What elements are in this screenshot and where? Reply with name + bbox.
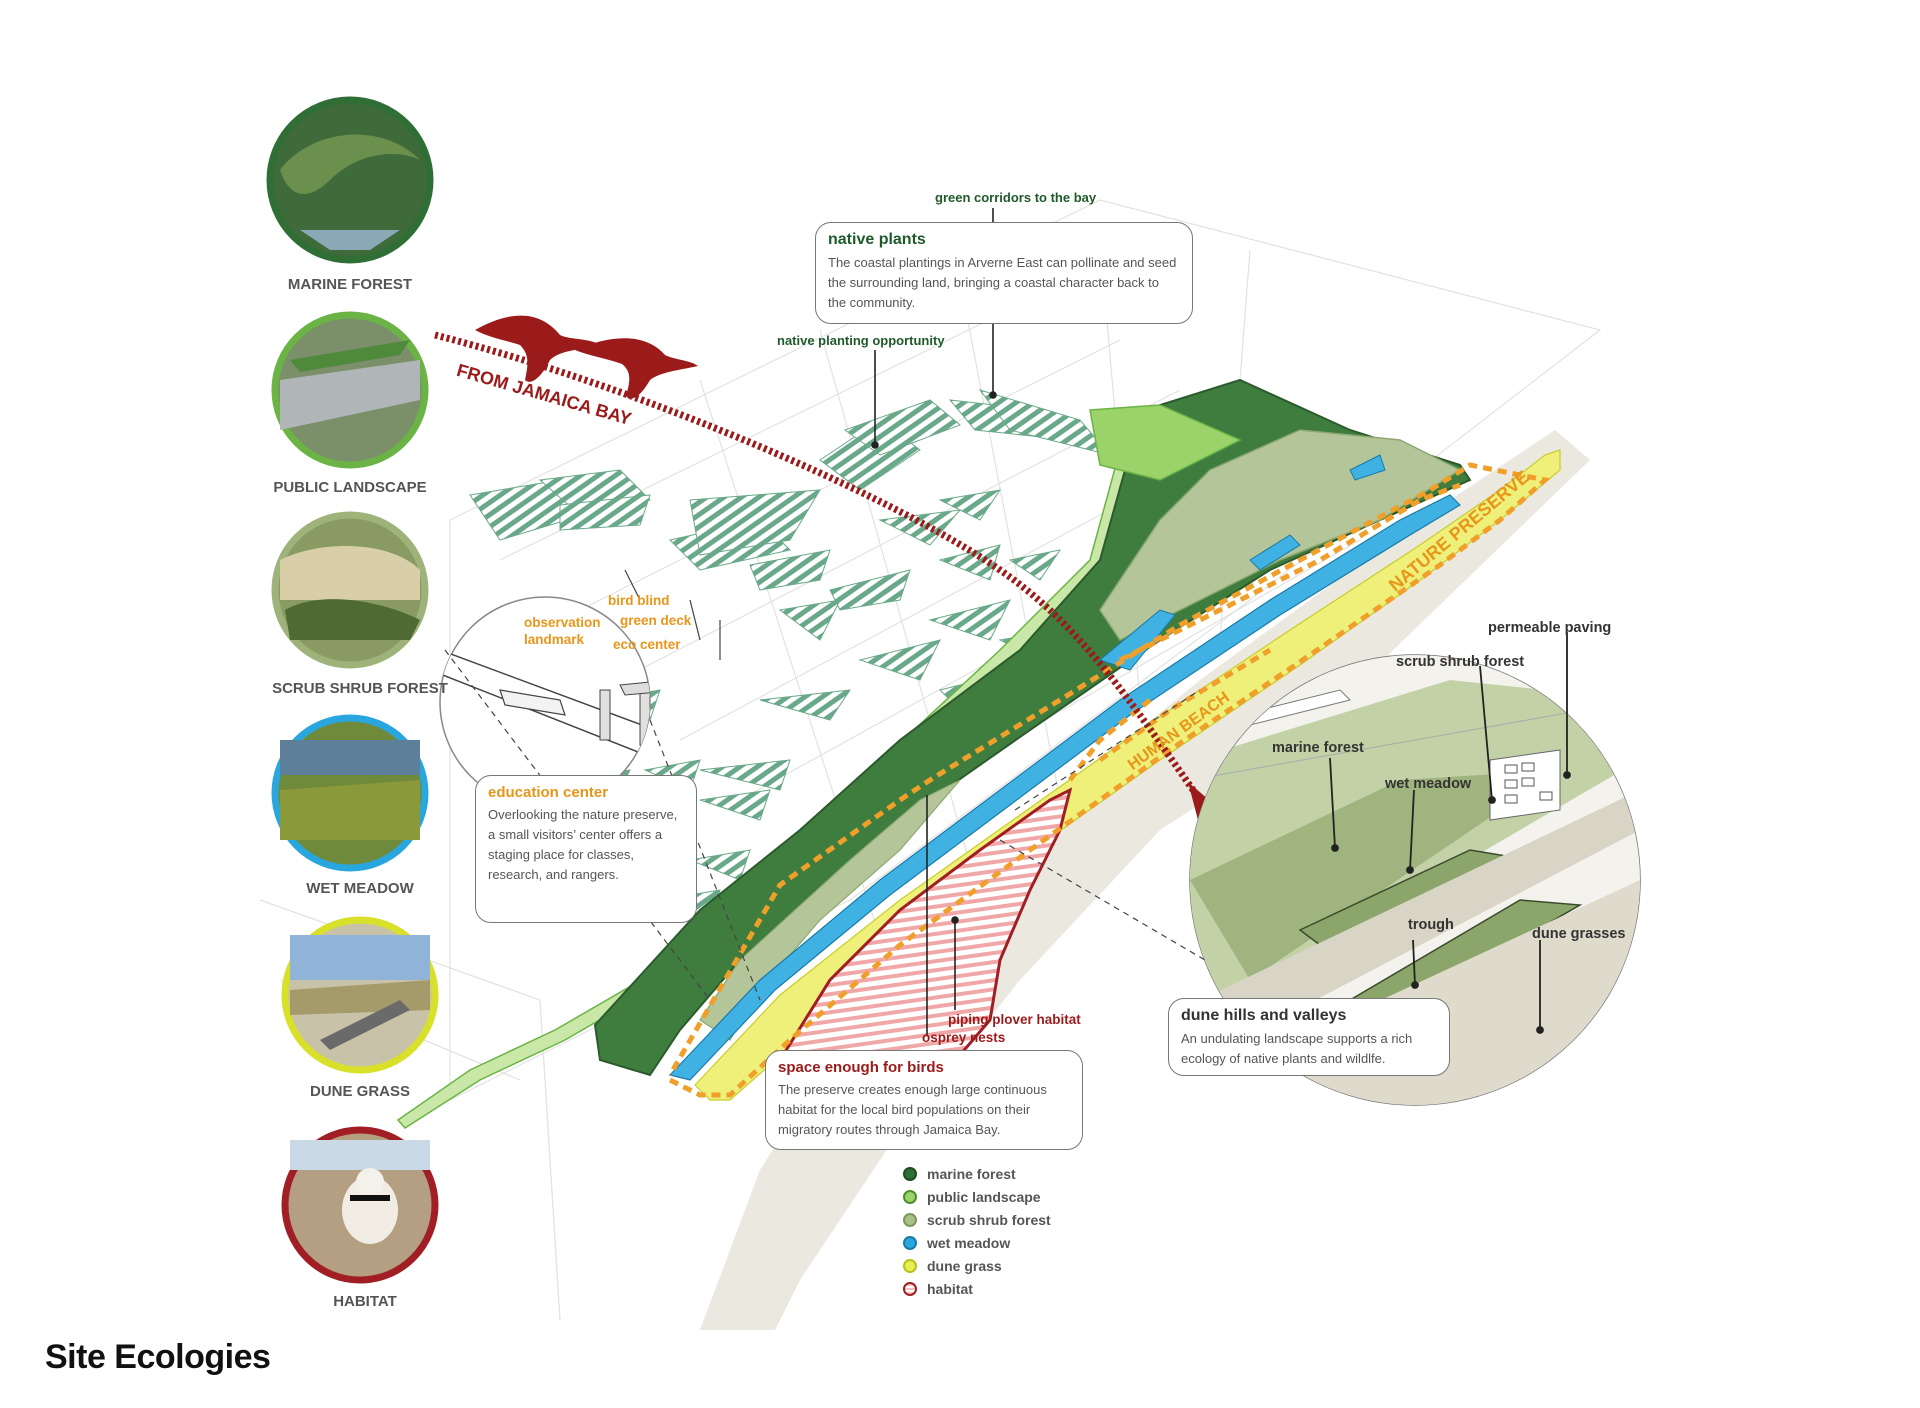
ecology-label-public-landscape: PUBLIC LANDSCAPE: [273, 479, 427, 496]
marine-forest-label: marine forest: [1272, 740, 1364, 756]
magnifier-tail: [1014, 689, 1201, 811]
legend-label: habitat: [927, 1281, 973, 1297]
page-title: Site Ecologies: [45, 1338, 271, 1376]
marine-forest-photo: [266, 96, 434, 264]
native-plants-body: The coastal plantings in Arverne East ca…: [828, 255, 1177, 310]
education-center-drawing: [440, 649, 650, 801]
legend-swatch: [903, 1167, 917, 1181]
legend-item-scrub-shrub-forest: scrub shrub forest: [903, 1212, 1051, 1228]
landmark-label: landmark: [524, 632, 585, 647]
permeable-paving-label: permeable paving: [1488, 620, 1612, 636]
legend-label: public landscape: [927, 1189, 1041, 1205]
nature-preserve-boundary: [667, 462, 1551, 1098]
observation-label: observation: [524, 615, 601, 630]
legend-label: dune grass: [927, 1258, 1002, 1274]
legend-item-public-landscape: public landscape: [903, 1189, 1041, 1205]
wet-meadow-pond: [1098, 609, 1176, 671]
ecology-label-dune-grass: DUNE GRASS: [309, 1083, 410, 1100]
ecology-label-scrub-shrub-forest: SCRUB SHRUB FOREST: [272, 680, 448, 697]
legend-label: marine forest: [927, 1166, 1016, 1182]
native-plants-title: native plants: [828, 231, 926, 248]
trough-label: trough: [1408, 917, 1454, 933]
ecology-photo-circles: [266, 96, 439, 1284]
ecology-label-habitat: HABITAT: [333, 1293, 397, 1310]
legend-swatch: [903, 1282, 917, 1296]
scrub-shrub-region: [1099, 429, 1462, 641]
piping-plover-label: piping plover habitat: [948, 1012, 1081, 1027]
bird-route-arrow: [434, 331, 1203, 803]
green-corridors-label: green corridors to the bay: [935, 190, 1097, 205]
green-deck-label: green deck: [620, 613, 692, 628]
wet-meadow-band: [668, 494, 1461, 1081]
wet-meadow-pond: [1249, 534, 1301, 571]
detail-pointer-line: [624, 569, 641, 601]
legend-swatch: [903, 1259, 917, 1273]
beach-sand: [700, 430, 1590, 1330]
eco-center-label: eco center: [613, 637, 681, 652]
legend-swatch: [903, 1213, 917, 1227]
wet-meadow-label: wet meadow: [1385, 776, 1472, 792]
legend-label: wet meadow: [927, 1235, 1011, 1251]
legend-swatch: [903, 1236, 917, 1250]
callout-pointer-lines: [871, 208, 997, 1035]
ecology-label-wet-meadow: WET MEADOW: [306, 880, 414, 897]
legend-swatch: [903, 1190, 917, 1204]
education-center-body: Overlooking the nature preserve, a small…: [488, 807, 678, 882]
dune-grasses-label: dune grasses: [1532, 926, 1626, 942]
space-for-birds-body: The preserve creates enough large contin…: [778, 1082, 1047, 1137]
native-plants-box: native plants The coastal plantings in A…: [815, 222, 1193, 324]
legend-item-dune-grass: dune grass: [903, 1258, 1002, 1274]
legend-label: scrub shrub forest: [927, 1212, 1051, 1228]
education-center-box: education center Overlooking the nature …: [475, 775, 697, 923]
dune-hills-box: dune hills and valleys An undulating lan…: [1168, 998, 1450, 1076]
scrub-shrub-forest-label: scrub shrub forest: [1396, 654, 1525, 670]
detail-pointer-line: [689, 599, 701, 641]
space-for-birds-title: space enough for birds: [778, 1059, 944, 1076]
dune-hills-body: An undulating landscape supports a rich …: [1181, 1031, 1413, 1066]
magnified-pointer-lines: [1329, 632, 1571, 1034]
education-center-title: education center: [488, 784, 609, 801]
bird-blind-label: bird blind: [608, 593, 670, 608]
dune-hills-title: dune hills and valleys: [1181, 1007, 1347, 1024]
ecology-label-marine-forest: MARINE FOREST: [287, 276, 413, 293]
detail-circle-tail: [444, 649, 711, 1001]
wet-meadow-pond: [1349, 454, 1386, 481]
legend-item-habitat: habitat: [903, 1281, 973, 1297]
native-planting-label: native planting opportunity: [777, 333, 945, 348]
legend-item-wet-meadow: wet meadow: [903, 1235, 1010, 1251]
space-for-birds-box: space enough for birds The preserve crea…: [765, 1050, 1083, 1150]
osprey-nests-label: osprey nests: [922, 1030, 1006, 1045]
public-landscape-patch: [1089, 404, 1242, 481]
legend-item-marine-forest: marine forest: [903, 1166, 1016, 1182]
bird-icon: [475, 315, 698, 399]
